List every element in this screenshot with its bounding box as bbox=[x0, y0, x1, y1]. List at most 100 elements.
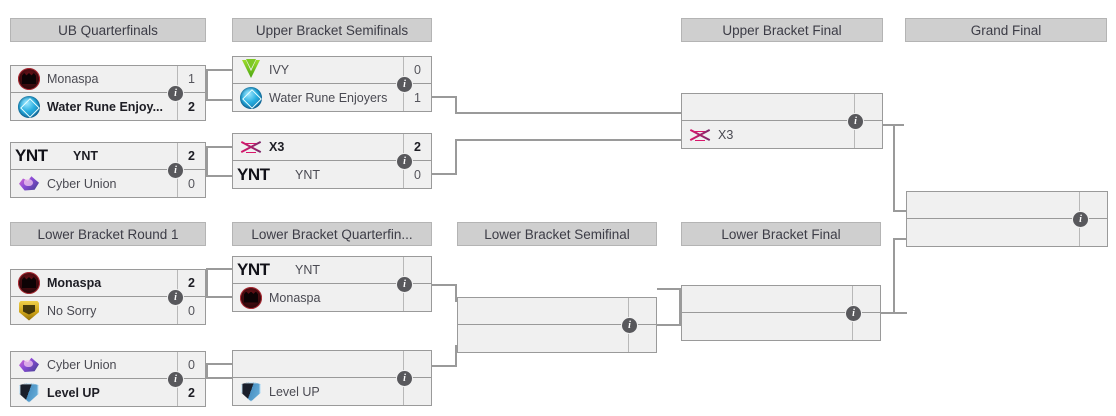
match-team-row[interactable]: Monaspa 1 bbox=[11, 66, 205, 93]
match-team-row[interactable]: Water Rune Enjoy... 2 bbox=[11, 93, 205, 120]
team-score bbox=[403, 257, 431, 283]
match-info-icon[interactable]: i bbox=[846, 306, 861, 321]
team-score: 0 bbox=[177, 297, 205, 324]
empty-logo-icon bbox=[233, 351, 269, 377]
round-header-lb-final[interactable]: Lower Bracket Final bbox=[681, 222, 881, 246]
match-team-row[interactable]: YNT YNT 2 bbox=[11, 143, 205, 170]
monaspa-logo-icon bbox=[233, 284, 269, 311]
connector bbox=[206, 363, 232, 365]
match-team-row[interactable]: Monaspa 2 bbox=[11, 270, 205, 297]
x3-logo-icon bbox=[233, 134, 269, 160]
match-team-row[interactable]: Level UP 2 bbox=[11, 379, 205, 406]
team-score: 0 bbox=[403, 161, 431, 188]
team-name: Level UP bbox=[47, 385, 100, 400]
team-name: YNT bbox=[73, 149, 98, 163]
x3-logo-icon bbox=[682, 121, 718, 148]
match-team-row[interactable]: X3 bbox=[682, 121, 882, 148]
match-team-row[interactable] bbox=[907, 219, 1107, 246]
round-header-lb-semifinal[interactable]: Lower Bracket Semifinal bbox=[457, 222, 657, 246]
match-team-row[interactable]: YNT YNT 0 bbox=[233, 161, 431, 188]
connector bbox=[893, 210, 907, 212]
match-grand-final[interactable]: i bbox=[906, 191, 1108, 247]
match-team-row[interactable]: Water Rune Enjoyers 1 bbox=[233, 84, 431, 111]
match-info-icon[interactable]: i bbox=[622, 318, 637, 333]
match-info-icon[interactable]: i bbox=[848, 114, 863, 129]
connector bbox=[206, 99, 232, 101]
match-info-icon[interactable]: i bbox=[168, 372, 183, 387]
team-name: X3 bbox=[718, 127, 734, 142]
match-team-row[interactable]: Level UP bbox=[233, 378, 431, 405]
empty-logo-icon bbox=[907, 192, 943, 218]
match-team-row[interactable] bbox=[458, 298, 656, 325]
connector bbox=[206, 146, 208, 177]
empty-logo-icon bbox=[907, 219, 943, 246]
match-lb-round1-1[interactable]: Monaspa 2 No Sorry 0 i bbox=[10, 269, 206, 325]
match-team-row[interactable]: YNT YNT bbox=[233, 257, 431, 284]
match-ub-quarterfinal-2[interactable]: YNT YNT 2 Cyber Union 0 i bbox=[10, 142, 206, 198]
match-team-row[interactable]: X3 2 bbox=[233, 134, 431, 161]
match-team-row[interactable] bbox=[682, 313, 880, 340]
round-header-ub-semifinals[interactable]: Upper Bracket Semifinals bbox=[232, 18, 432, 42]
ivy-logo-icon bbox=[233, 57, 269, 83]
round-header-ub-final[interactable]: Upper Bracket Final bbox=[681, 18, 883, 42]
match-lb-final[interactable]: i bbox=[681, 285, 881, 341]
level-up-logo-icon bbox=[11, 379, 47, 406]
connector bbox=[893, 238, 895, 314]
connector bbox=[657, 324, 681, 326]
connector bbox=[455, 139, 681, 141]
connector bbox=[455, 96, 457, 113]
connector bbox=[455, 284, 457, 302]
team-score bbox=[1079, 192, 1107, 218]
round-header-grand-final[interactable]: Grand Final bbox=[905, 18, 1107, 42]
connector bbox=[206, 69, 208, 101]
match-info-icon[interactable]: i bbox=[168, 86, 183, 101]
match-info-icon[interactable]: i bbox=[1073, 212, 1088, 227]
team-score bbox=[628, 325, 656, 352]
connector bbox=[432, 365, 456, 367]
round-header-lb-round-1[interactable]: Lower Bracket Round 1 bbox=[10, 222, 206, 246]
match-info-icon[interactable]: i bbox=[397, 371, 412, 386]
match-team-row[interactable]: IVY 0 bbox=[233, 57, 431, 84]
match-team-row[interactable]: Cyber Union 0 bbox=[11, 352, 205, 379]
match-upper-bracket-final[interactable]: X3 i bbox=[681, 93, 883, 149]
ynt-logo-icon: YNT bbox=[237, 164, 270, 184]
connector bbox=[206, 377, 232, 379]
match-info-icon[interactable]: i bbox=[168, 290, 183, 305]
team-name: Cyber Union bbox=[47, 176, 117, 191]
connector bbox=[455, 112, 681, 114]
cyber-union-logo-icon bbox=[11, 352, 47, 378]
team-score: 2 bbox=[177, 143, 205, 169]
connector bbox=[432, 173, 456, 175]
match-team-row[interactable] bbox=[682, 94, 882, 121]
match-info-icon[interactable]: i bbox=[168, 163, 183, 178]
match-lb-round1-2[interactable]: Cyber Union 0 Level UP 2 i bbox=[10, 351, 206, 407]
match-team-row[interactable] bbox=[233, 351, 431, 378]
match-team-row[interactable]: Monaspa bbox=[233, 284, 431, 311]
match-lb-quarterfinal-1[interactable]: YNT YNT Monaspa i bbox=[232, 256, 432, 312]
match-info-icon[interactable]: i bbox=[397, 154, 412, 169]
match-lb-semifinal[interactable]: i bbox=[457, 297, 657, 353]
match-team-row[interactable] bbox=[907, 192, 1107, 219]
connector bbox=[206, 268, 208, 298]
team-score: 2 bbox=[177, 379, 205, 406]
round-header-lb-quarterfinals[interactable]: Lower Bracket Quarterfin... bbox=[232, 222, 432, 246]
match-ub-semifinal-2[interactable]: X3 2 YNT YNT 0 i bbox=[232, 133, 432, 189]
team-name: Monaspa bbox=[269, 290, 321, 305]
team-name: Water Rune Enjoyers bbox=[269, 90, 388, 105]
connector bbox=[206, 296, 232, 298]
match-team-row[interactable] bbox=[458, 325, 656, 352]
team-score bbox=[1079, 219, 1107, 246]
team-score: 2 bbox=[177, 93, 205, 120]
match-ub-quarterfinal-1[interactable]: Monaspa 1 Water Rune Enjoy... 2 i bbox=[10, 65, 206, 121]
match-info-icon[interactable]: i bbox=[397, 277, 412, 292]
empty-logo-icon bbox=[682, 313, 718, 340]
round-header-ub-quarterfinals[interactable]: UB Quarterfinals bbox=[10, 18, 206, 42]
match-ub-semifinal-1[interactable]: IVY 0 Water Rune Enjoyers 1 i bbox=[232, 56, 432, 112]
monaspa-logo-icon bbox=[11, 66, 47, 92]
match-team-row[interactable] bbox=[682, 286, 880, 313]
match-team-row[interactable]: Cyber Union 0 bbox=[11, 170, 205, 197]
match-team-row[interactable]: No Sorry 0 bbox=[11, 297, 205, 324]
match-info-icon[interactable]: i bbox=[397, 77, 412, 92]
match-lb-quarterfinal-2[interactable]: Level UP i bbox=[232, 350, 432, 406]
team-score bbox=[403, 284, 431, 311]
